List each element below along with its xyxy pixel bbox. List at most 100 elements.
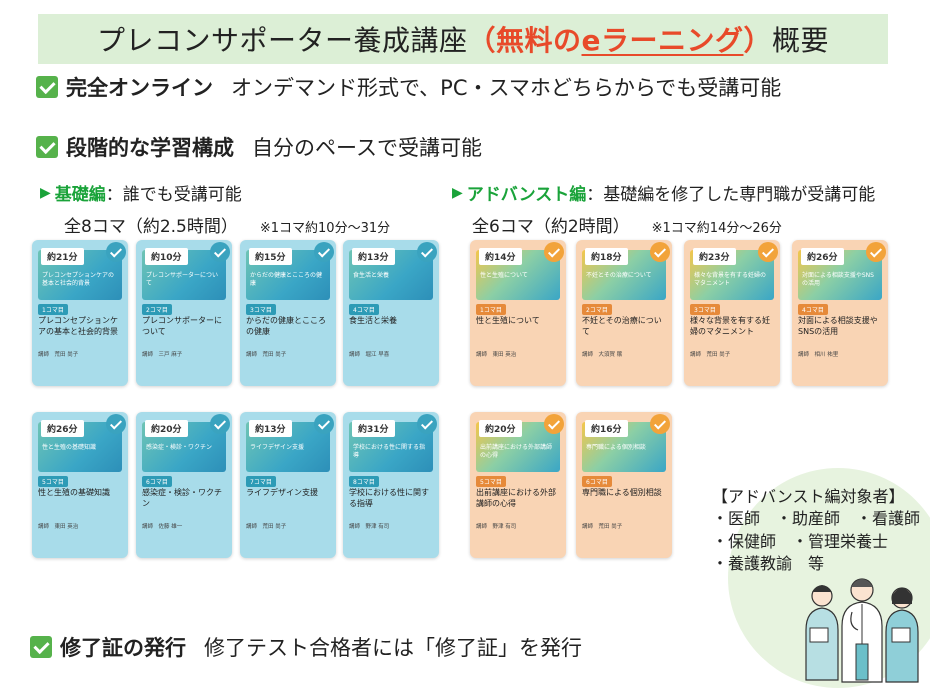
card-lecturer: 講師 荒田 尚子 [246,524,287,530]
card-lesson-badge: 2コマ目 [582,304,612,315]
check-circle-icon [417,242,437,262]
card-lecturer: 講師 三戸 麻子 [142,352,183,358]
card-lesson-badge: 6コマ目 [142,476,172,487]
card-lecturer: 講師 荒田 尚子 [246,352,287,358]
card-lesson-badge: 4コマ目 [798,304,828,315]
check-circle-icon [866,242,886,262]
card-thumbnail-text: プレコンセプションケアの基本と社会的背景 [42,272,115,287]
target-line: ・養護教諭 等 [712,554,825,574]
card-lesson-badge: 2コマ目 [142,304,172,315]
card-title: 性と生殖の基礎知識 [38,488,110,497]
card-title: 対面による相談支援やSNSの活用 [798,316,878,336]
card-duration: 約13分 [352,248,395,265]
title-paren-close: ） [743,24,773,57]
card-duration: 約18分 [585,248,628,265]
card-duration: 約20分 [145,420,188,437]
check-circle-icon [106,414,126,434]
basic-count-text: 全8コマ（約2.5時間） [64,217,238,237]
card-lesson-badge: 8コマ目 [349,476,379,487]
card-duration: 約14分 [479,248,522,265]
feature-steps-text: 自分のペースで受講可能 [252,136,482,160]
card-lecturer: 講師 東田 英治 [38,524,79,530]
card-duration: 約15分 [249,248,292,265]
card-lecturer: 講師 相川 祐里 [798,352,839,358]
check-circle-icon [650,414,670,434]
feature-steps: 段階的な学習構成 自分のペースで受講可能 [36,132,482,162]
card-lecturer: 講師 佐藤 雄一 [142,524,183,530]
feature-online-label: 完全オンライン [66,76,213,100]
card-thumbnail-text: 対面による相談支援やSNSの活用 [802,272,874,287]
card-title: プレコンサポーターについて [142,316,222,336]
title-main: プレコンサポーター養成講座 [96,24,468,57]
card-lecturer: 講師 大須賀 穣 [582,352,623,358]
check-icon [30,636,52,658]
card-thumbnail-text: 専門職による個別相談 [586,444,646,451]
feature-online-text: オンデマンド形式で、PC・スマホどちらからでも受講可能 [231,76,782,100]
card-thumbnail-text: 学校における性に関する指導 [353,444,426,459]
target-header: 【アドバンスト編対象者】 [712,487,905,506]
feature-online: 完全オンライン オンデマンド形式で、PC・スマホどちらからでも受講可能 [36,72,781,102]
basic-count: 全8コマ（約2.5時間）※1コマ約10分～31分 [64,212,390,237]
card-title: 不妊とその治療について [582,316,662,336]
feature-certificate: 修了証の発行 修了テスト合格者には「修了証」を発行 [30,632,582,662]
card-title: ライフデザイン支援 [246,488,318,497]
check-circle-icon [417,414,437,434]
check-circle-icon [210,242,230,262]
card-lecturer: 講師 堀江 早喜 [349,352,390,358]
check-circle-icon [758,242,778,262]
card-lesson-badge: 6コマ目 [582,476,612,487]
card-title: 専門職による個別相談 [582,488,662,497]
check-circle-icon [210,414,230,434]
card-lesson-badge: 5コマ目 [476,476,506,487]
card-duration: 約20分 [479,420,522,437]
title-elearning: eラーニング [581,24,744,57]
card-thumbnail-text: からだの健康とこころの健康 [250,272,323,287]
card-lecturer: 講師 荒田 尚子 [38,352,79,358]
card-duration: 約10分 [145,248,188,265]
check-circle-icon [314,414,334,434]
advanced-heading: ▶ アドバンスト編 ：基礎編を修了した専門職が受講可能 [452,180,875,206]
card-lecturer: 講師 野津 有司 [476,524,517,530]
card-lecturer: 講師 荒田 尚子 [582,524,623,530]
feature-steps-label: 段階的な学習構成 [66,136,234,160]
card-title: 出前講座における外部講師の心得 [476,488,556,508]
card-title: 食生活と栄養 [349,316,397,325]
card-thumbnail-text: ライフデザイン支援 [250,444,305,451]
card-title: 学校における性に関する指導 [349,488,429,508]
check-icon [36,136,58,158]
title-paren-open: （ [467,24,496,57]
basic-heading: ▶ 基礎編 ：誰でも受講可能 [40,180,242,206]
healthcare-staff-illustration [805,578,919,683]
advanced-name: アドバンスト編 [466,185,587,205]
check-circle-icon [106,242,126,262]
target-line: ・保健師 ・管理栄養士 [712,531,889,551]
card-lesson-badge: 3コマ目 [690,304,720,315]
card-title: 感染症・検診・ワクチン [142,488,222,508]
check-icon [36,76,58,98]
card-lesson-badge: 1コマ目 [38,304,68,315]
card-thumbnail-text: 性と生殖について [480,272,528,279]
check-circle-icon [544,414,564,434]
card-duration: 約31分 [352,420,395,437]
triangle-right-icon: ▶ [452,184,463,201]
title-free: 無料の [495,24,582,57]
card-thumbnail-text: 性と生殖の基礎知識 [42,444,97,451]
advanced-count-text: 全6コマ（約2時間） [472,217,630,237]
title-suffix: 概要 [772,24,830,57]
card-lesson-badge: 4コマ目 [349,304,379,315]
card-duration: 約26分 [41,420,84,437]
